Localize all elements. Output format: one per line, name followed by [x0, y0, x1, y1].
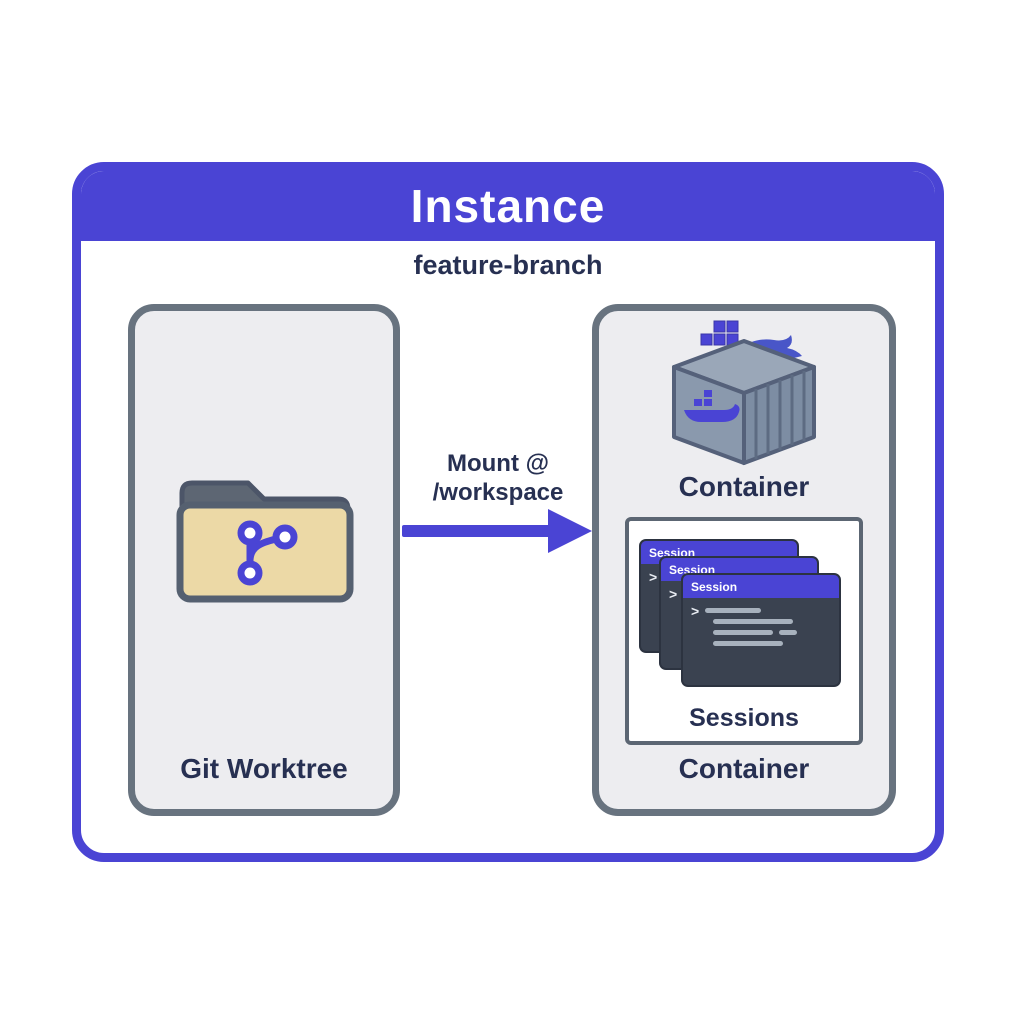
docker-container-icon-svg: [672, 320, 816, 465]
session-title: Session: [669, 562, 716, 577]
terminal-code-line: [713, 641, 783, 646]
session-title: Session: [691, 579, 738, 594]
worktree-box: Git Worktree: [128, 304, 400, 816]
container-bottom-label: Container: [678, 753, 810, 784]
branch-label: feature-branch: [413, 250, 603, 280]
container-box: Container Session > Session >: [592, 304, 896, 816]
container-icon-label: Container: [678, 471, 810, 502]
git-folder-icon: [164, 449, 364, 609]
chevron-prompt-icon: >: [669, 585, 678, 602]
terminal-code-line: [779, 630, 797, 635]
session-body: >: [683, 598, 839, 656]
mount-arrow-icon: [400, 498, 596, 564]
terminal-code-line: [713, 619, 793, 624]
instance-header: Instance: [81, 171, 935, 241]
git-folder-icon-svg: [176, 480, 354, 603]
mount-label: Mount @ /workspace: [396, 450, 600, 508]
docker-container-icon: [654, 319, 834, 469]
instance-title: Instance: [410, 180, 606, 232]
terminal-code-line: [713, 630, 773, 635]
chevron-prompt-icon: >: [691, 602, 700, 619]
mount-label-line1: Mount @: [446, 450, 550, 477]
chevron-prompt-icon: >: [649, 568, 658, 585]
mount-arrow-svg: [402, 509, 592, 553]
worktree-label: Git Worktree: [180, 753, 348, 784]
mount-label-line2: /workspace: [432, 478, 564, 506]
session-titlebar: Session: [683, 575, 839, 598]
session-title: Session: [649, 545, 696, 560]
sessions-box: Session > Session >: [625, 517, 863, 745]
terminal-code-line: [705, 608, 762, 613]
sessions-label: Sessions: [689, 704, 799, 732]
session-window: Session >: [683, 575, 839, 685]
